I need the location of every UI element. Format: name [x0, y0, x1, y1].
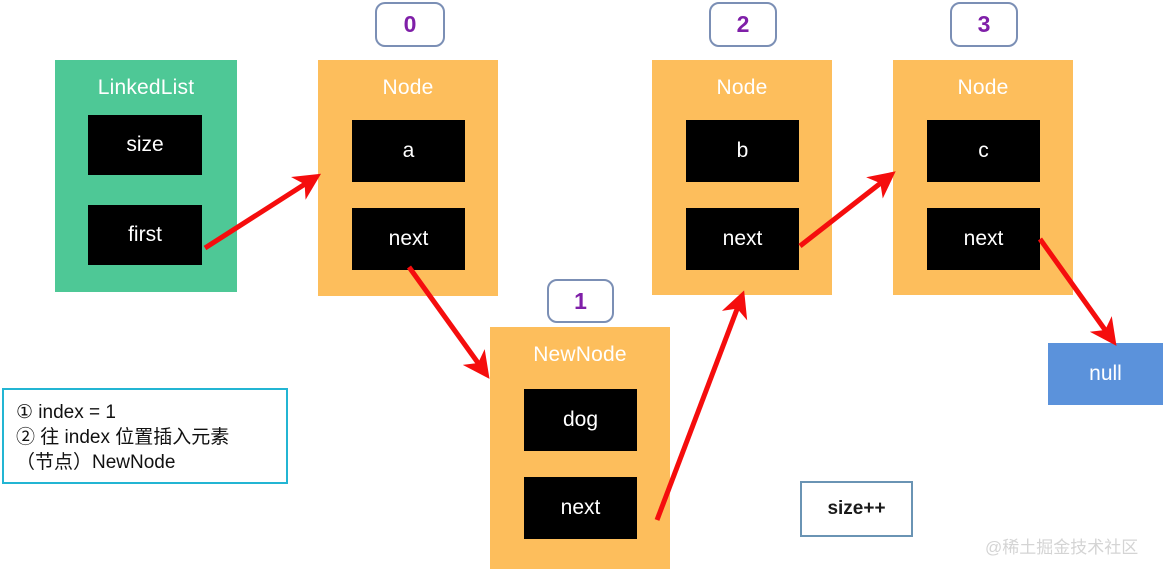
linkedlist-field-size: size: [88, 115, 202, 175]
index-badge-0: 0: [375, 2, 445, 47]
index-badge-3-label: 3: [977, 11, 991, 37]
newnode-value-field: dog: [524, 389, 637, 451]
newnode-next-label: next: [560, 496, 601, 519]
node-2-next-label: next: [722, 227, 763, 250]
watermark: @稀土掘金技术社区: [985, 533, 1138, 558]
newnode-next-field: next: [524, 477, 637, 539]
index-badge-1-label: 1: [574, 287, 587, 314]
size-increment-label: size++: [827, 498, 886, 519]
node-2-title: Node: [716, 76, 768, 99]
newnode-value-label: dog: [562, 408, 599, 431]
index-badge-2-label: 2: [736, 11, 750, 37]
node-2-value-field: b: [686, 120, 799, 182]
null-box: null: [1048, 343, 1163, 405]
node-3-next-field: next: [927, 208, 1040, 270]
linkedlist-box: LinkedList size first: [55, 60, 237, 292]
node-3-next-label: next: [963, 227, 1004, 250]
size-increment-box: size++: [800, 481, 913, 537]
newnode-title: NewNode: [533, 343, 627, 366]
legend-box: ① index = 1 ② 往 index 位置插入元素 （节点）NewNode: [2, 388, 288, 484]
linkedlist-field-first: first: [88, 205, 202, 265]
node-3-value-label: c: [978, 139, 989, 162]
legend-line-2: ② 往 index 位置插入元素: [16, 427, 230, 449]
index-badge-1: 1: [547, 279, 614, 323]
node-2-next-field: next: [686, 208, 799, 270]
node-0-next-label: next: [388, 227, 429, 250]
node-box-2: Node b next: [652, 60, 832, 295]
node-0-value-field: a: [352, 120, 465, 182]
node-3-title: Node: [957, 76, 1009, 99]
index-badge-3: 3: [950, 2, 1018, 47]
node-box-0: Node a next: [318, 60, 498, 296]
legend-line-3: （节点）NewNode: [16, 452, 176, 474]
null-box-label: null: [1089, 362, 1122, 385]
linkedlist-title: LinkedList: [97, 76, 195, 99]
linkedlist-field-size-label: size: [126, 133, 164, 156]
node-box-3: Node c next: [893, 60, 1073, 295]
legend-line-1: ① index = 1: [16, 402, 116, 423]
watermark-label: @稀土掘金技术社区: [985, 538, 1139, 557]
node-3-value-field: c: [927, 120, 1040, 182]
index-badge-0-label: 0: [403, 11, 417, 37]
node-0-title: Node: [382, 76, 434, 99]
index-badge-2: 2: [709, 2, 777, 47]
node-0-next-field: next: [352, 208, 465, 270]
node-0-value-label: a: [402, 139, 415, 162]
node-box-newnode: NewNode dog next: [490, 327, 670, 569]
linkedlist-field-first-label: first: [128, 223, 162, 246]
node-2-value-label: b: [736, 139, 749, 162]
